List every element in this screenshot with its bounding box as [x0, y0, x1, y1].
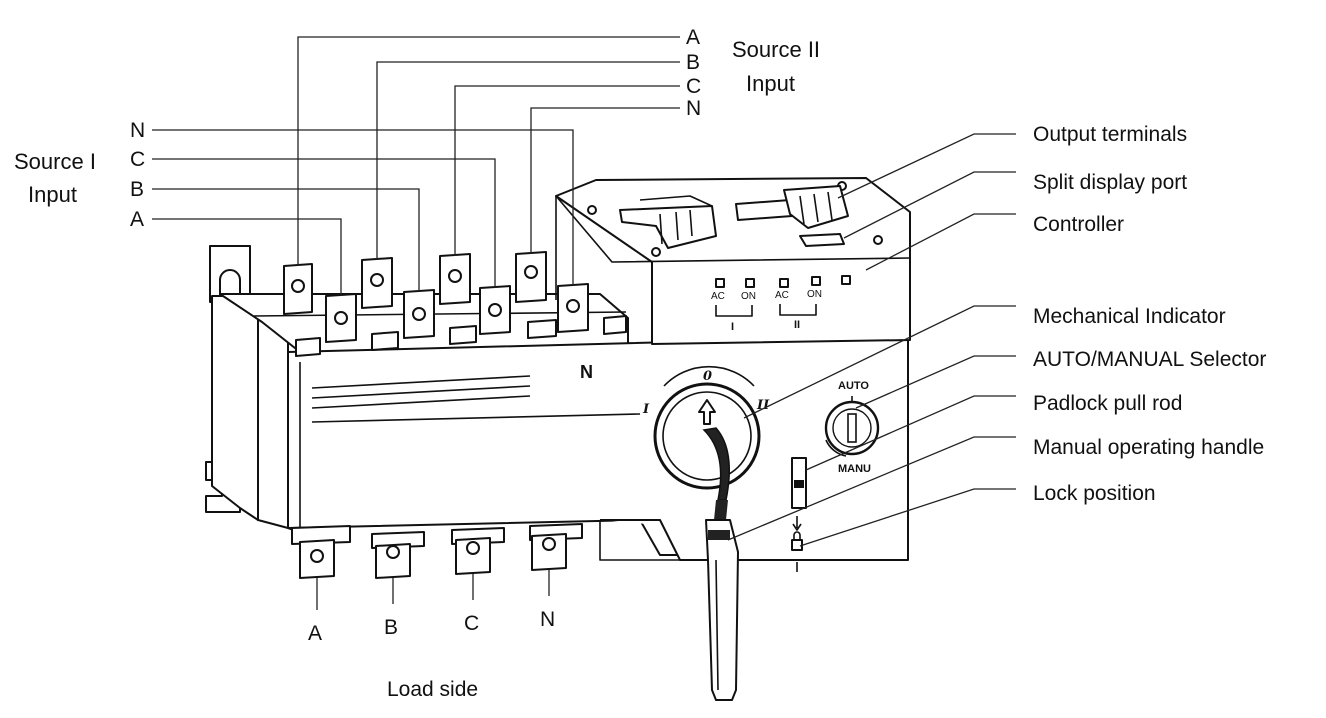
callout-padlock-pull-rod: Padlock pull rod [1033, 392, 1182, 415]
mechanical-indicator-dial: I 0 II [642, 365, 770, 490]
callout-lock-position: Lock position [1033, 482, 1156, 505]
source-i-title: Source I [14, 149, 96, 174]
source-ii-terminals [283, 251, 547, 315]
source-ii-subtitle: Input [746, 71, 795, 96]
led-group-2-label: II [794, 319, 800, 331]
source-i-phase-b: B [130, 178, 144, 201]
split-display-connector [735, 185, 849, 247]
callout-manual-operating-handle: Manual operating handle [1033, 436, 1264, 459]
padlock-pull-rod [791, 457, 807, 572]
led-label-ac-2: AC [775, 290, 789, 301]
ats-device-illustration: N AC [205, 177, 911, 701]
source-ii-phase-n: N [686, 97, 701, 120]
callout-split-display-port: Split display port [1033, 171, 1187, 194]
led-label-ac-1: AC [711, 291, 725, 302]
dial-position-i: I [642, 402, 650, 417]
load-side-label: Load side [387, 678, 478, 701]
source-i-subtitle: Input [28, 182, 77, 207]
load-phase-a: A [308, 622, 322, 645]
source-i-phase-n: N [130, 119, 145, 142]
selector-auto-label: AUTO [838, 380, 869, 392]
load-phase-n: N [540, 608, 555, 631]
source-ii-labels: A B C N Source II Input [686, 26, 820, 120]
dial-position-ii: II [756, 398, 770, 413]
dial-position-0: 0 [703, 369, 712, 384]
neutral-mark: N [580, 362, 593, 382]
callout-controller: Controller [1033, 213, 1124, 236]
callout-output-terminals: Output terminals [1033, 123, 1187, 146]
output-terminal-connector [619, 195, 717, 249]
callout-mechanical-indicator: Mechanical Indicator [1033, 305, 1226, 328]
controller-leds: AC ON AC ON I II [711, 275, 851, 333]
load-terminals [291, 523, 583, 579]
manual-operating-handle [702, 427, 739, 701]
source-ii-title: Source II [732, 37, 820, 62]
callout-auto-manual-selector: AUTO/MANUAL Selector [1033, 348, 1266, 371]
load-phase-b: B [384, 616, 398, 639]
source-ii-phase-a: A [686, 26, 700, 49]
led-label-on-1: ON [741, 291, 756, 302]
source-i-phase-c: C [130, 148, 145, 171]
load-labels: A B C N Load side [308, 608, 555, 701]
source-ii-phase-b: B [686, 51, 700, 74]
auto-manual-selector: AUTO MANU [824, 380, 880, 475]
led-group-1-label: I [731, 321, 734, 333]
source-i-terminals [325, 283, 589, 343]
callout-labels: Output terminals Split display port Cont… [1033, 123, 1266, 505]
selector-manu-label: MANU [838, 463, 871, 475]
led-label-on-2: ON [807, 289, 822, 300]
load-phase-c: C [464, 612, 479, 635]
source-ii-phase-c: C [686, 75, 701, 98]
leader-lines [152, 36, 1016, 610]
source-i-phase-a: A [130, 208, 144, 231]
source-i-labels: N C B A Source I Input [14, 119, 145, 231]
